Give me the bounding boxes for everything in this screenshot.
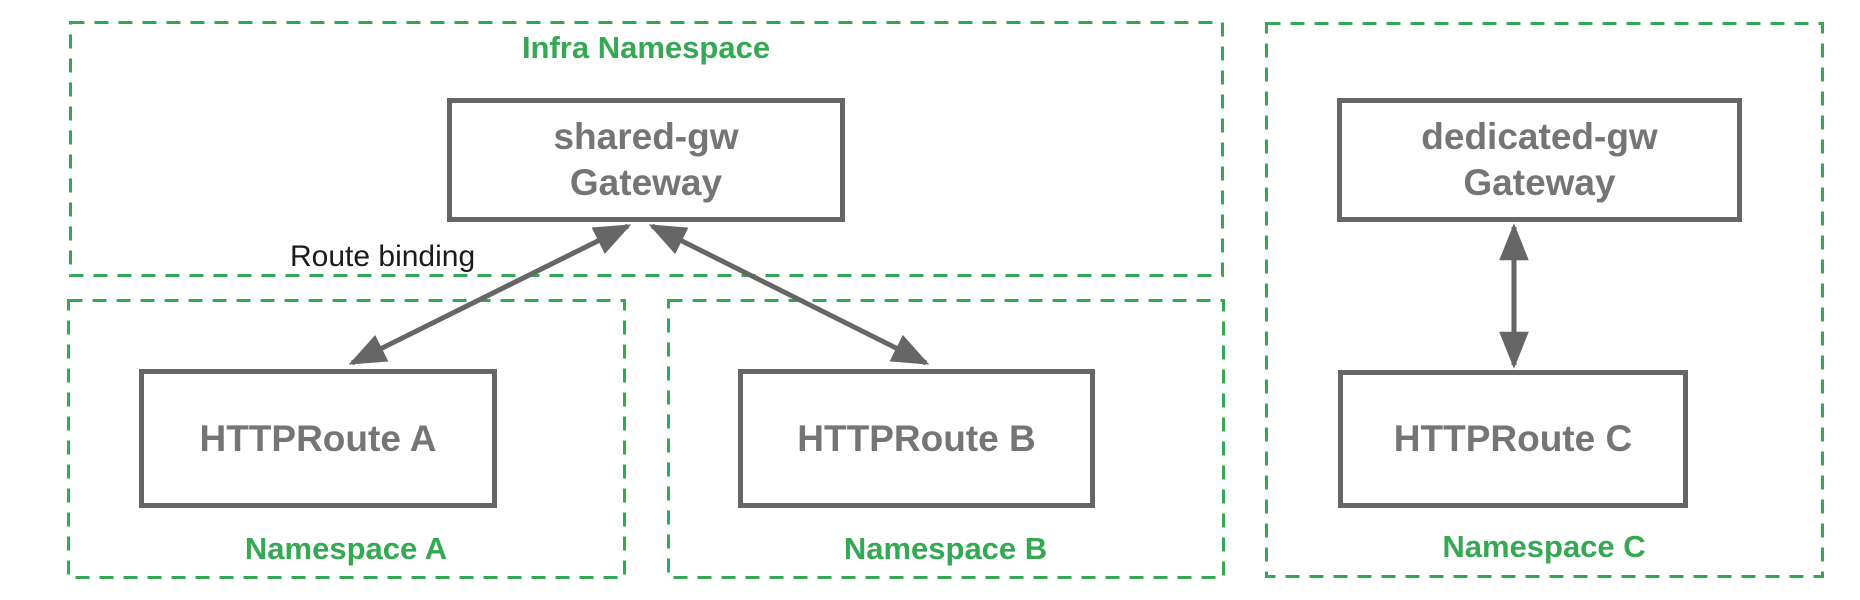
route-binding-annotation: Route binding bbox=[290, 240, 476, 273]
httproute-b-label: HTTPRoute B bbox=[797, 417, 1036, 459]
dedicated-gw-kind: Gateway bbox=[1463, 162, 1616, 203]
route-a-binding-arrow bbox=[348, 223, 632, 366]
shared-gw-name: shared-gw bbox=[553, 116, 739, 157]
namespace-a-label: Namespace A bbox=[244, 531, 448, 566]
dedicated-gw-name: dedicated-gw bbox=[1421, 116, 1658, 157]
shared-gw-kind: Gateway bbox=[569, 162, 723, 203]
namespace-b-border bbox=[667, 299, 1225, 579]
httproute-c-node: HTTPRoute C bbox=[1338, 370, 1688, 508]
namespace-b-label: Namespace B bbox=[843, 531, 1048, 566]
namespace-c-label: Namespace C bbox=[1442, 529, 1646, 564]
dedicated-gw-gateway-node: dedicated-gw Gateway bbox=[1337, 98, 1742, 222]
infra-namespace-label: Infra Namespace bbox=[521, 30, 771, 65]
namespace-a-border bbox=[67, 299, 626, 579]
shared-gw-gateway-label: shared-gw Gateway bbox=[553, 114, 738, 206]
httproute-a-label: HTTPRoute A bbox=[199, 417, 437, 459]
shared-gw-gateway-node: shared-gw Gateway bbox=[447, 98, 845, 222]
dedicated-gw-gateway-label: dedicated-gw Gateway bbox=[1421, 114, 1657, 206]
namespace-c-border bbox=[1265, 22, 1824, 578]
infra-namespace-border bbox=[69, 21, 1224, 277]
httproute-b-node: HTTPRoute B bbox=[738, 369, 1095, 508]
httproute-a-node: HTTPRoute A bbox=[139, 369, 497, 508]
route-b-binding-arrow bbox=[648, 223, 930, 366]
httproute-c-label: HTTPRoute C bbox=[1393, 418, 1633, 459]
